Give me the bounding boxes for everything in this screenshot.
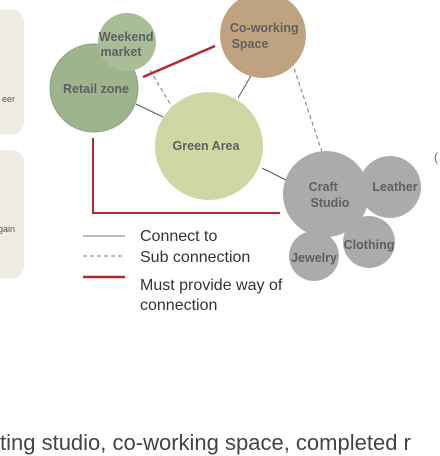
side-card-top: eer bbox=[0, 10, 24, 134]
node-clothing: Clothing bbox=[343, 216, 395, 268]
retail-zone-label: Retail zone bbox=[63, 82, 129, 96]
green-area-circle bbox=[155, 92, 263, 200]
jewelry-label: Jewelry bbox=[291, 251, 337, 265]
dashed-coworking-craft bbox=[291, 61, 323, 153]
clothing-circle bbox=[343, 216, 395, 268]
craft-studio-circle bbox=[283, 151, 369, 237]
legend-dashed-label: Sub connection bbox=[140, 249, 250, 266]
side-card-top-text: eer bbox=[1, 94, 15, 104]
required-retail-craft bbox=[92, 138, 280, 214]
node-green-area: Green Area bbox=[155, 92, 263, 200]
craft-studio-label: Craft Studio bbox=[309, 180, 350, 210]
node-jewelry: Jewelry bbox=[289, 231, 339, 281]
clothing-label: Clothing bbox=[344, 238, 395, 252]
green-area-label: Green Area bbox=[173, 139, 241, 153]
node-craft-studio: Craft Studio bbox=[283, 151, 369, 237]
node-weekend-market: Weekend market bbox=[98, 13, 157, 71]
edge-text-fragment: ( bbox=[434, 150, 438, 164]
connection-retail-green bbox=[135, 103, 164, 118]
connection-green-coworking bbox=[237, 73, 253, 99]
legend-required-label: Must provide way of connection bbox=[140, 277, 287, 314]
body-text-fragment: ting studio, co-working space, completed… bbox=[0, 430, 411, 455]
dashed-weekend-green bbox=[149, 69, 173, 108]
legend-solid-label: Connect to bbox=[140, 228, 217, 245]
weekend-market-circle bbox=[98, 13, 156, 71]
side-card-bottom-text: gain bbox=[0, 224, 15, 234]
required-retail-coworking bbox=[142, 44, 216, 79]
coworking-space-circle bbox=[220, 0, 306, 78]
leather-label: Leather bbox=[372, 180, 417, 194]
legend: Connect to Sub connection Must provide w… bbox=[83, 228, 287, 314]
coworking-space-label: Co-working Space bbox=[230, 21, 302, 51]
leather-circle bbox=[359, 156, 421, 218]
node-leather: Leather bbox=[359, 156, 421, 218]
weekend-market-label: Weekend market bbox=[99, 30, 157, 59]
zoning-diagram: Retail zone Weekend market Co-working Sp… bbox=[49, 0, 421, 314]
connection-green-craft bbox=[261, 167, 289, 182]
side-card-bottom: gain bbox=[0, 150, 24, 278]
node-coworking-space: Co-working Space bbox=[220, 0, 306, 78]
jewelry-circle bbox=[289, 231, 339, 281]
